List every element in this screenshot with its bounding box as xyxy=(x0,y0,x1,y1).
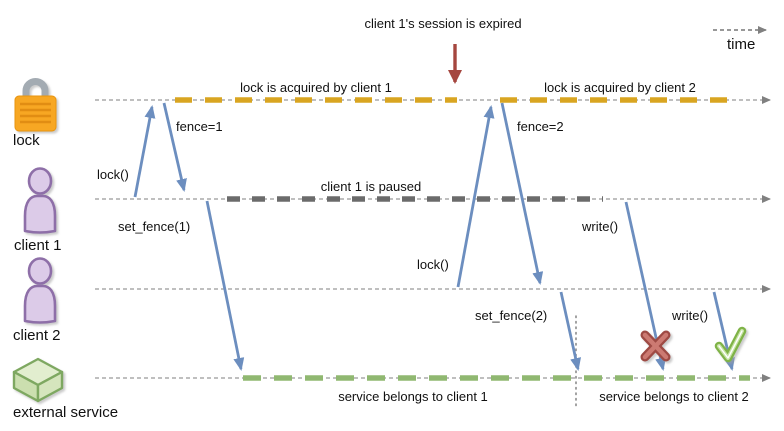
set-fence2-arrow xyxy=(559,291,581,371)
lock1-arrow xyxy=(133,105,156,198)
lane-label-client2: client 2 xyxy=(13,327,61,344)
fence2-arrow xyxy=(500,102,544,285)
person-icon xyxy=(23,167,57,234)
message-label-set-fence1: set_fence(1) xyxy=(118,219,191,234)
lane-label-client1: client 1 xyxy=(14,237,62,254)
segment-label-service-client2: service belongs to client 2 xyxy=(599,389,749,404)
segment-label-lock-client2: lock is acquired by client 2 xyxy=(544,80,696,95)
lock2-arrow xyxy=(456,105,495,288)
session-expired-note: client 1's session is expired xyxy=(364,16,522,31)
message-label-lock1: lock() xyxy=(97,167,129,182)
message-label-fence1: fence=1 xyxy=(176,119,223,134)
lane-label-lock: lock xyxy=(13,132,40,149)
cube-icon xyxy=(12,357,64,403)
set-fence1-arrow xyxy=(205,200,245,371)
message-label-write2: write() xyxy=(672,308,709,323)
check-mark-icon xyxy=(714,326,747,363)
time-label: time xyxy=(727,36,756,53)
x-mark-icon xyxy=(640,330,671,362)
message-label-fence2: fence=2 xyxy=(517,119,564,134)
padlock-icon xyxy=(14,78,57,132)
fence1-arrow xyxy=(162,102,187,192)
message-label-write1: write() xyxy=(582,219,619,234)
message-label-set-fence2: set_fence(2) xyxy=(475,308,548,323)
message-label-lock2: lock() xyxy=(417,257,449,272)
segment-label-lock-client1: lock is acquired by client 1 xyxy=(240,80,392,95)
segment-label-service-client1: service belongs to client 1 xyxy=(338,389,488,404)
lane-label-external-service: external service xyxy=(13,404,119,421)
person-icon xyxy=(23,257,57,324)
segment-label-client1-paused: client 1 is paused xyxy=(320,179,422,194)
